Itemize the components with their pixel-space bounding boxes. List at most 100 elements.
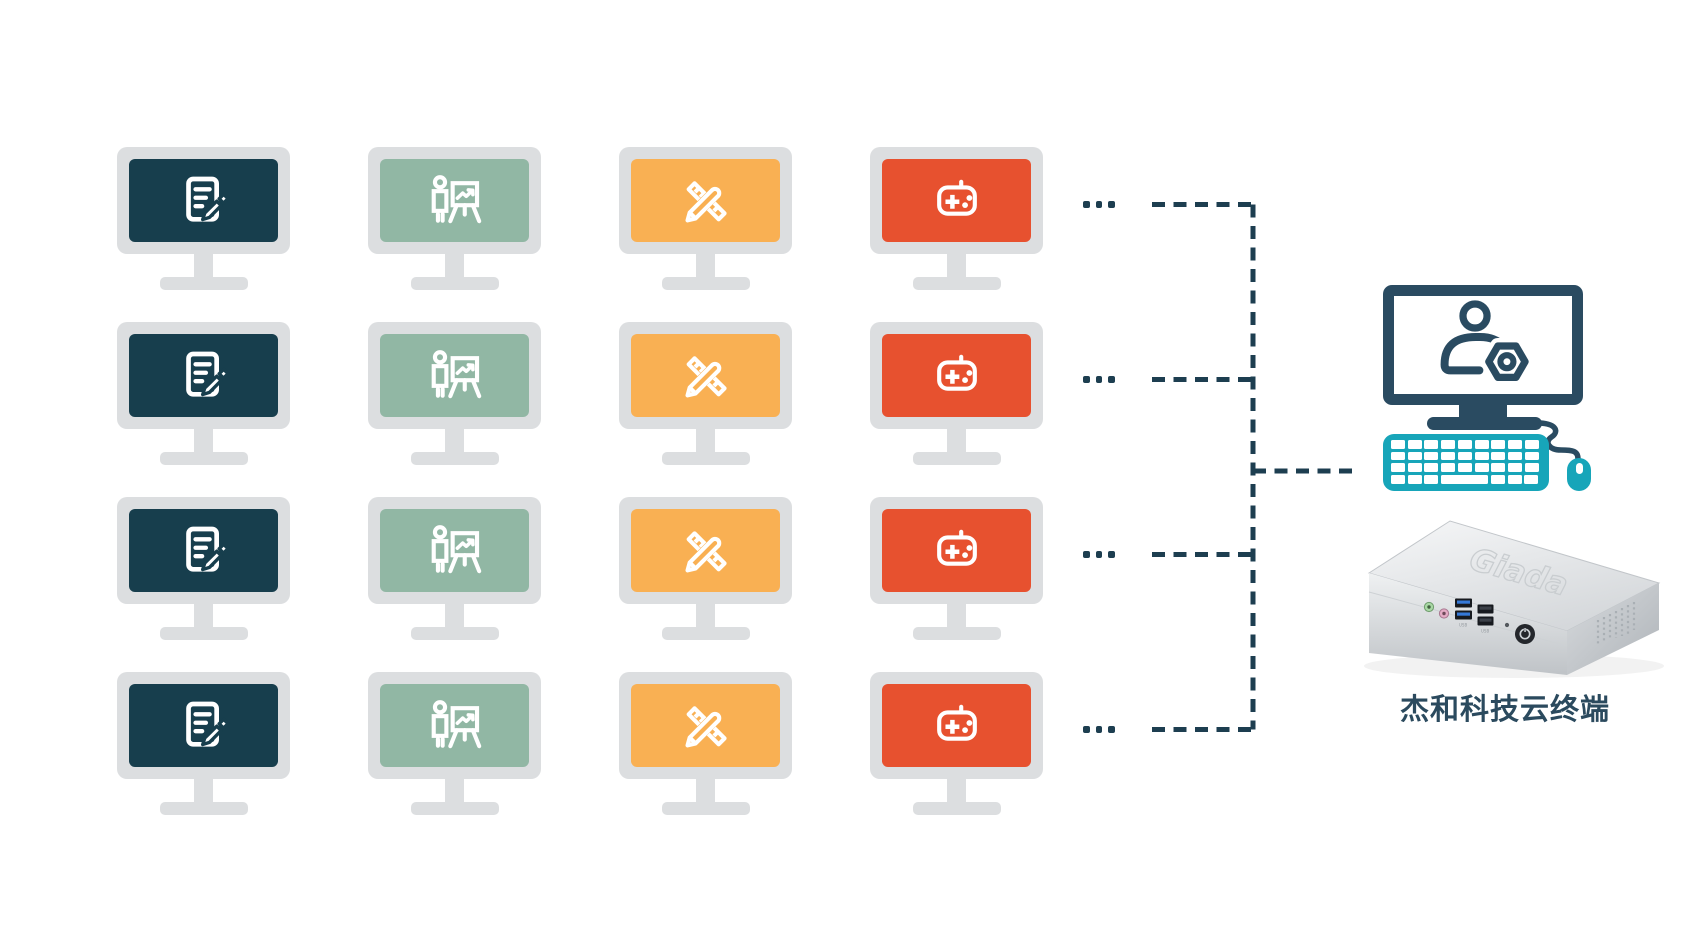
ellipsis-row-3 <box>1083 551 1115 558</box>
audio-jack-hole <box>1427 605 1431 609</box>
keyboard-key <box>1507 475 1522 484</box>
monitor-neck <box>696 779 715 805</box>
monitor-screen <box>631 509 780 592</box>
ellipsis-row-2 <box>1083 376 1115 383</box>
dot <box>1083 201 1090 208</box>
ruler-pencil-icon <box>676 521 736 581</box>
dot <box>1095 726 1102 733</box>
keyboard-key <box>1491 463 1506 472</box>
monitor-base <box>411 452 499 465</box>
dot <box>1108 201 1115 208</box>
keyboard-key <box>1490 475 1505 484</box>
monitor-screen <box>129 159 278 242</box>
monitor-neck <box>445 779 464 805</box>
keyboard-key <box>1524 440 1539 449</box>
terminal-monitor <box>1383 285 1583 405</box>
monitor-screen <box>380 509 529 592</box>
keyboard-key <box>1424 451 1439 461</box>
monitor-neck <box>445 429 464 455</box>
document-edit-icon <box>174 171 234 231</box>
monitor-base <box>411 627 499 640</box>
device-front-face <box>1369 573 1567 675</box>
user-gear-icon <box>1425 300 1541 390</box>
monitor-screen <box>380 334 529 417</box>
mic-jack-hole <box>1442 611 1446 616</box>
monitor-neck <box>194 604 213 630</box>
presentation-chart-icon <box>425 346 485 406</box>
gamepad-icon <box>927 171 987 231</box>
device-seam <box>1368 591 1568 647</box>
workstation-gaming-workstations-row2 <box>870 322 1043 468</box>
keyboard-key <box>1507 463 1522 472</box>
workstation-presentation-workstations-row1 <box>368 147 541 293</box>
monitor-neck <box>947 254 966 280</box>
presentation-chart-icon <box>425 171 485 231</box>
audio-jack-icon <box>1423 601 1435 613</box>
usb-label: USB <box>1459 623 1467 628</box>
workstation-document-workstations-row3 <box>117 497 290 643</box>
device-right-face <box>1567 583 1659 675</box>
workstation-gaming-workstations-row3 <box>870 497 1043 643</box>
monitor-neck <box>947 429 966 455</box>
monitor-screen <box>129 684 278 767</box>
monitor-neck <box>947 779 966 805</box>
keyboard-key <box>1474 463 1489 472</box>
dot <box>1083 726 1090 733</box>
keyboard-key <box>1424 440 1439 449</box>
dot <box>1083 376 1090 383</box>
gamepad-icon <box>927 346 987 406</box>
keyboard-key <box>1391 440 1405 449</box>
monitor-base <box>662 277 750 290</box>
monitor-neck <box>696 604 715 630</box>
mini-pc-device: Giada USB USB <box>1364 520 1664 678</box>
monitor-neck <box>194 254 213 280</box>
keyboard-key <box>1424 463 1439 472</box>
ellipsis-row-1 <box>1083 201 1115 208</box>
keyboard-key <box>1507 451 1522 461</box>
terminal-keyboard <box>1383 434 1549 491</box>
terminal-label: 杰和科技云终端 <box>1399 692 1610 726</box>
keyboard-key <box>1441 463 1456 472</box>
monitor-screen <box>882 509 1031 592</box>
monitor-screen <box>380 159 529 242</box>
monitor-neck <box>947 604 966 630</box>
monitor-base <box>913 627 1001 640</box>
workstation-design-workstations-row2 <box>619 322 792 468</box>
monitor-base <box>160 452 248 465</box>
gamepad-icon <box>927 696 987 756</box>
monitor-neck <box>194 429 213 455</box>
keyboard-key <box>1507 440 1522 449</box>
workstation-document-workstations-row1 <box>117 147 290 293</box>
monitor-base <box>913 452 1001 465</box>
workstation-document-workstations-row2 <box>117 322 290 468</box>
keyboard-key <box>1457 440 1472 449</box>
workstation-design-workstations-row1 <box>619 147 792 293</box>
monitor-screen <box>631 334 780 417</box>
keyboard-key <box>1491 451 1506 461</box>
monitor-neck <box>696 254 715 280</box>
mic-jack-icon <box>1438 608 1450 619</box>
keyboard-key <box>1424 475 1439 484</box>
monitor-base <box>913 802 1001 815</box>
dot <box>1108 376 1115 383</box>
monitor-base <box>160 627 248 640</box>
monitor-base <box>662 627 750 640</box>
monitor-neck <box>194 779 213 805</box>
keyboard-key <box>1441 440 1456 449</box>
terminal-monitor-base <box>1427 417 1542 430</box>
front-ports: USB USB <box>1423 598 1535 644</box>
keyboard-key <box>1407 463 1422 472</box>
mouse-wheel <box>1575 463 1583 474</box>
usb2-ports <box>1477 604 1494 626</box>
monitor-base <box>411 802 499 815</box>
keyboard-key <box>1524 475 1539 484</box>
keyboard-key <box>1524 451 1539 461</box>
keyboard-key <box>1474 440 1489 449</box>
monitor-screen <box>882 159 1031 242</box>
ruler-pencil-icon <box>676 346 736 406</box>
monitor-neck <box>445 254 464 280</box>
keyboard-key <box>1407 440 1422 449</box>
keyboard-key <box>1491 440 1506 449</box>
workstation-presentation-workstations-row4 <box>368 672 541 818</box>
